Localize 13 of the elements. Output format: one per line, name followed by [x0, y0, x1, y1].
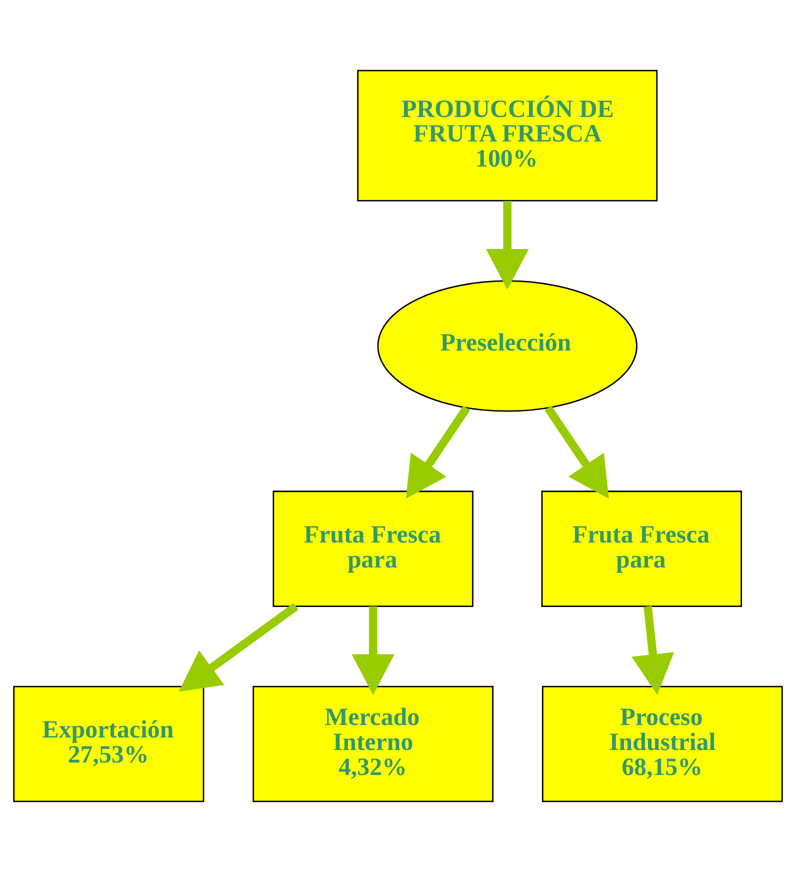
- arrow: [406, 405, 470, 498]
- arrow: [352, 606, 394, 694]
- node-box: Proceso Industrial 68,15%: [542, 685, 783, 802]
- node-ellipse: Preselección: [377, 280, 638, 412]
- arrow: [486, 200, 529, 290]
- node-box: Mercado Interno 4,32%: [252, 685, 494, 802]
- node-box: Exportación 27,53%: [13, 685, 204, 802]
- node-box: PRODUCCIÓN DE FRUTA FRESCA 100%: [357, 69, 658, 201]
- arrow: [544, 405, 609, 498]
- arrow: [632, 605, 674, 694]
- arrow: [178, 602, 298, 692]
- node-box: Fruta Fresca para: [272, 490, 474, 606]
- node-box: Fruta Fresca para: [541, 490, 742, 606]
